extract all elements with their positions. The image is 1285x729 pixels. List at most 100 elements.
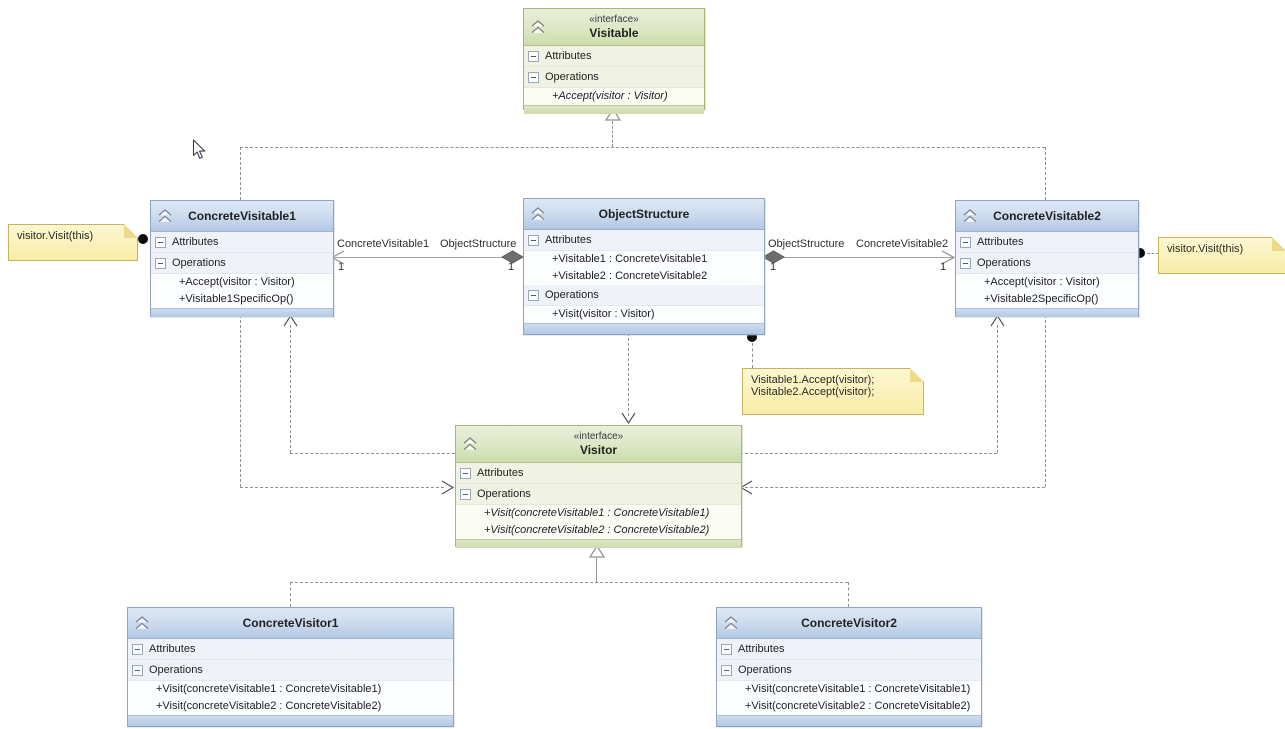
dependency-cv1-visitor-v[interactable] bbox=[240, 315, 241, 487]
collapse-minus-icon[interactable] bbox=[960, 257, 971, 269]
class-concretevisitor1[interactable]: ConcreteVisitor1 Attributes Operations +… bbox=[127, 607, 454, 727]
section-label: Attributes bbox=[738, 643, 785, 655]
attributes-section[interactable]: Attributes bbox=[524, 230, 764, 251]
class-concretevisitable1[interactable]: ConcreteVisitable1 Attributes Operations… bbox=[150, 200, 334, 317]
collapse-chevron-icon[interactable] bbox=[134, 616, 150, 630]
realization-visitable-left-drop[interactable] bbox=[240, 147, 241, 200]
class-header[interactable]: ConcreteVisitor1 bbox=[128, 608, 453, 639]
operation-item[interactable]: +Visit(concreteVisitable1 : ConcreteVisi… bbox=[717, 681, 981, 698]
dependency-cv2-visitor-h[interactable] bbox=[745, 487, 1045, 488]
collapse-minus-icon[interactable] bbox=[528, 71, 539, 83]
note-accept-calls[interactable]: Visitable1.Accept(visitor); Visitable2.A… bbox=[742, 368, 924, 415]
class-header[interactable]: ConcreteVisitable2 bbox=[956, 201, 1138, 232]
class-concretevisitor2[interactable]: ConcreteVisitor2 Attributes Operations +… bbox=[716, 607, 982, 727]
realization-visitor-stem[interactable] bbox=[596, 558, 597, 582]
collapse-minus-icon[interactable] bbox=[721, 664, 732, 676]
association-objectstructure-cv2[interactable] bbox=[764, 257, 953, 258]
operation-item[interactable]: +Visit(concreteVisitable1 : ConcreteVisi… bbox=[128, 681, 453, 698]
class-header[interactable]: ConcreteVisitor2 bbox=[717, 608, 981, 639]
realization-visitable-crossbar[interactable] bbox=[240, 147, 1045, 148]
dependency-objectstructure-visitor[interactable] bbox=[628, 333, 629, 416]
class-header[interactable]: «interface» Visitable bbox=[524, 9, 704, 46]
realization-triangle-icon bbox=[605, 108, 621, 121]
collapse-minus-icon[interactable] bbox=[460, 467, 471, 479]
note-connector-middle[interactable] bbox=[752, 343, 753, 368]
attributes-section[interactable]: Attributes bbox=[151, 232, 333, 253]
attribute-item[interactable]: +Visitable1 : ConcreteVisitable1 bbox=[524, 251, 764, 268]
operations-section[interactable]: Operations bbox=[151, 253, 333, 274]
class-title: Visitor bbox=[579, 443, 618, 457]
collapse-minus-icon[interactable] bbox=[528, 50, 539, 62]
operation-item[interactable]: +Accept(visitor : Visitor) bbox=[151, 274, 333, 291]
class-header[interactable]: ObjectStructure bbox=[524, 199, 764, 230]
class-header[interactable]: ConcreteVisitable1 bbox=[151, 201, 333, 232]
realization-visitable-stem[interactable] bbox=[612, 121, 613, 147]
dependency-cv1-visitor-h[interactable] bbox=[240, 487, 444, 488]
collapse-chevron-icon[interactable] bbox=[462, 437, 478, 451]
dependency-visitor-cv2-h[interactable] bbox=[740, 453, 997, 454]
note-connector-right[interactable] bbox=[1147, 253, 1159, 254]
operations-section[interactable]: Operations bbox=[128, 660, 453, 681]
association-end-label: ObjectStructure bbox=[768, 238, 845, 250]
class-visitable[interactable]: «interface» Visitable Attributes Operati… bbox=[523, 8, 705, 114]
note-visitor-visit-this-right[interactable]: visitor.Visit(this) bbox=[1158, 237, 1285, 274]
operation-item[interactable]: +Visit(concreteVisitable2 : ConcreteVisi… bbox=[456, 522, 741, 539]
collapse-minus-icon[interactable] bbox=[528, 234, 539, 246]
operation-item[interactable]: +Visitable2SpecificOp() bbox=[956, 291, 1138, 308]
operations-section[interactable]: Operations bbox=[524, 67, 704, 88]
stereotype-label: «interface» bbox=[589, 14, 639, 25]
association-end-label: ConcreteVisitable1 bbox=[337, 238, 430, 250]
section-label: Attributes bbox=[172, 236, 219, 248]
collapse-chevron-icon[interactable] bbox=[723, 616, 739, 630]
class-objectstructure[interactable]: ObjectStructure Attributes +Visitable1 :… bbox=[523, 198, 765, 335]
collapse-chevron-icon[interactable] bbox=[530, 20, 546, 34]
class-header[interactable]: «interface» Visitor bbox=[456, 426, 741, 463]
attributes-section[interactable]: Attributes bbox=[524, 46, 704, 67]
attributes-section[interactable]: Attributes bbox=[717, 639, 981, 660]
collapse-chevron-icon[interactable] bbox=[530, 207, 546, 221]
association-cv1-objectstructure[interactable] bbox=[334, 257, 522, 258]
operations-section[interactable]: Operations bbox=[456, 484, 741, 505]
realization-visitor-crossbar[interactable] bbox=[290, 582, 848, 583]
operation-item[interactable]: +Visit(concreteVisitable1 : ConcreteVisi… bbox=[456, 505, 741, 522]
collapse-minus-icon[interactable] bbox=[155, 257, 166, 269]
note-visitor-visit-this-left[interactable]: visitor.Visit(this) bbox=[8, 224, 138, 261]
dependency-visitor-cv1-v[interactable] bbox=[290, 325, 291, 453]
attributes-section[interactable]: Attributes bbox=[456, 463, 741, 484]
class-visitor[interactable]: «interface» Visitor Attributes Operation… bbox=[455, 425, 742, 548]
operations-section[interactable]: Operations bbox=[524, 285, 764, 306]
dependency-cv2-visitor-v[interactable] bbox=[1045, 315, 1046, 487]
class-concretevisitable2[interactable]: ConcreteVisitable2 Attributes Operations… bbox=[955, 200, 1139, 317]
operation-item[interactable]: +Accept(visitor : Visitor) bbox=[524, 88, 704, 105]
note-text-line: Visitable1.Accept(visitor); bbox=[751, 374, 875, 386]
section-label: Operations bbox=[545, 71, 599, 83]
dependency-visitor-cv1-h[interactable] bbox=[290, 453, 455, 454]
operation-item[interactable]: +Visitable1SpecificOp() bbox=[151, 291, 333, 308]
realization-visitor-right-drop[interactable] bbox=[848, 582, 849, 607]
collapse-minus-icon[interactable] bbox=[460, 488, 471, 500]
stereotype-label: «interface» bbox=[573, 431, 624, 442]
class-footer-strip bbox=[128, 715, 453, 726]
collapse-minus-icon[interactable] bbox=[155, 236, 166, 248]
collapse-minus-icon[interactable] bbox=[721, 643, 732, 655]
operation-item[interactable]: +Visit(visitor : Visitor) bbox=[524, 306, 764, 323]
realization-visitable-right-drop[interactable] bbox=[1045, 147, 1046, 200]
operation-item[interactable]: +Accept(visitor : Visitor) bbox=[956, 274, 1138, 291]
collapse-minus-icon[interactable] bbox=[132, 643, 143, 655]
attributes-section[interactable]: Attributes bbox=[956, 232, 1138, 253]
attributes-section[interactable]: Attributes bbox=[128, 639, 453, 660]
collapse-minus-icon[interactable] bbox=[132, 664, 143, 676]
operations-section[interactable]: Operations bbox=[956, 253, 1138, 274]
dependency-visitor-cv2-v[interactable] bbox=[997, 325, 998, 453]
collapse-chevron-icon[interactable] bbox=[962, 209, 978, 223]
operation-item[interactable]: +Visit(concreteVisitable2 : ConcreteVisi… bbox=[128, 698, 453, 715]
note-fold-icon bbox=[910, 368, 924, 382]
attribute-item[interactable]: +Visitable2 : ConcreteVisitable2 bbox=[524, 268, 764, 285]
operations-section[interactable]: Operations bbox=[717, 660, 981, 681]
realization-visitor-left-drop[interactable] bbox=[290, 582, 291, 607]
operation-item[interactable]: +Visit(concreteVisitable2 : ConcreteVisi… bbox=[717, 698, 981, 715]
collapse-minus-icon[interactable] bbox=[960, 236, 971, 248]
collapse-chevron-icon[interactable] bbox=[157, 209, 173, 223]
collapse-minus-icon[interactable] bbox=[528, 289, 539, 301]
